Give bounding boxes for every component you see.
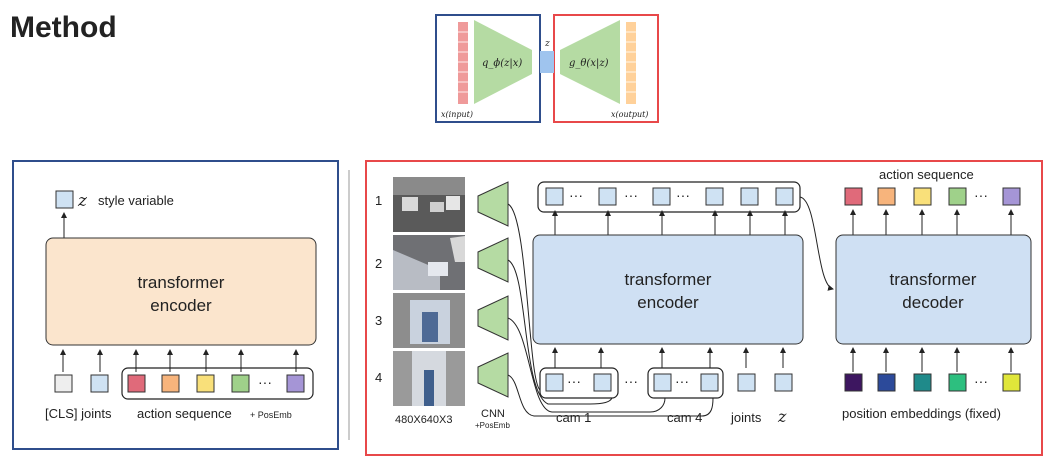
style-variable-label: style variable bbox=[98, 193, 174, 208]
output-token bbox=[705, 187, 724, 206]
pos-emb-dots: ··· bbox=[974, 373, 988, 389]
right-transformer-encoder bbox=[532, 234, 804, 345]
cls-token bbox=[54, 374, 73, 393]
position-embedding-token bbox=[913, 373, 932, 392]
cam4-token-group bbox=[647, 367, 724, 399]
cam1-token-group bbox=[539, 367, 619, 399]
left-encoder-line1: transformer bbox=[138, 273, 225, 292]
vae-latent-z bbox=[540, 51, 554, 73]
action-token bbox=[231, 374, 250, 393]
output-token bbox=[598, 187, 617, 206]
output-token bbox=[740, 187, 759, 206]
camera-image-1 bbox=[393, 177, 465, 232]
cam-number: 2 bbox=[375, 256, 382, 271]
right-action-sequence-label: action sequence bbox=[879, 167, 974, 182]
left-transformer-encoder bbox=[45, 237, 317, 346]
right-encoder-line2: encoder bbox=[637, 293, 699, 312]
cam4-dots: ··· bbox=[675, 373, 689, 389]
encoder-to-decoder-arrow bbox=[799, 196, 834, 291]
position-embedding-token bbox=[948, 373, 967, 392]
vae-encoder-trapezoid bbox=[474, 20, 532, 104]
z-token bbox=[774, 373, 793, 392]
right-action-dots: ··· bbox=[974, 187, 988, 203]
output-token bbox=[652, 187, 671, 206]
left-input-arrows bbox=[60, 349, 299, 372]
output-dots: ··· bbox=[624, 187, 638, 203]
decoder-output-arrows bbox=[850, 209, 1014, 235]
decoder-line2: decoder bbox=[902, 293, 964, 312]
cnn-block bbox=[477, 295, 509, 341]
cnn-block bbox=[477, 352, 509, 398]
cls-joints-label: [CLS] joints bbox=[45, 406, 112, 421]
right-transformer-decoder bbox=[835, 234, 1032, 345]
cnn-posemb-label: +PosEmb bbox=[475, 421, 510, 430]
cam-token bbox=[545, 373, 564, 392]
joints-token bbox=[90, 374, 109, 393]
cam-number: 4 bbox=[375, 370, 382, 385]
image-size-label: 480X640X3 bbox=[395, 414, 453, 426]
cam-token bbox=[653, 373, 672, 392]
between-cams-dots: ··· bbox=[624, 373, 638, 389]
cam1-dots: ··· bbox=[567, 373, 581, 389]
action-token bbox=[844, 187, 863, 206]
output-token bbox=[545, 187, 564, 206]
encoder-input-arrows bbox=[552, 347, 786, 368]
vae-decoder-trapezoid bbox=[560, 20, 620, 104]
vae-output-label: x(output) bbox=[611, 110, 648, 119]
cam-token bbox=[700, 373, 719, 392]
left-dots: ··· bbox=[258, 374, 272, 390]
action-token bbox=[948, 187, 967, 206]
action-token bbox=[127, 374, 146, 393]
output-token bbox=[775, 187, 794, 206]
encoder-output-arrows bbox=[552, 210, 788, 235]
page-title: Method bbox=[10, 11, 117, 44]
joints-label: joints bbox=[730, 410, 762, 425]
action-token bbox=[913, 187, 932, 206]
z-symbol: z bbox=[777, 407, 787, 426]
vae-decoder-label: g_θ(x|z) bbox=[569, 58, 609, 69]
action-sequence-group bbox=[121, 367, 314, 400]
cnn-label: CNN bbox=[481, 408, 505, 420]
joints-token bbox=[737, 373, 756, 392]
position-embedding-token bbox=[877, 373, 896, 392]
vae-input-vector bbox=[458, 22, 468, 104]
left-action-sequence-label: action sequence bbox=[137, 406, 232, 421]
position-embedding-token bbox=[844, 373, 863, 392]
right-panel-frame bbox=[365, 160, 1043, 456]
position-embedding-token bbox=[1002, 373, 1021, 392]
left-panel-frame bbox=[12, 160, 339, 450]
action-token bbox=[877, 187, 896, 206]
style-variable-token bbox=[55, 190, 74, 209]
decoder-input-arrows bbox=[850, 347, 1014, 372]
right-encoder-line1: transformer bbox=[625, 270, 712, 289]
left-encoder-line2: encoder bbox=[150, 296, 212, 315]
cnn-block bbox=[477, 181, 509, 227]
cnn-to-token-curves bbox=[507, 203, 714, 417]
cam-token bbox=[593, 373, 612, 392]
cam-number: 1 bbox=[375, 193, 382, 208]
left-posemb-label: + PosEmb bbox=[250, 410, 292, 420]
position-embeddings-label: position embeddings (fixed) bbox=[842, 406, 1001, 421]
camera-image-4 bbox=[393, 351, 465, 406]
action-token bbox=[286, 374, 305, 393]
output-dots: ··· bbox=[676, 187, 690, 203]
vae-input-label: x(input) bbox=[441, 110, 473, 119]
camera-image-3 bbox=[393, 293, 465, 348]
cam-number: 3 bbox=[375, 313, 382, 328]
vae-encoder-label: q_ϕ(z|x) bbox=[482, 58, 522, 69]
cam4-label: cam 4 bbox=[667, 410, 702, 425]
action-token bbox=[1002, 187, 1021, 206]
vae-diagram: q_ϕ(z|x) g_θ(x|z) z x(input) x(output) bbox=[435, 14, 659, 123]
action-token bbox=[196, 374, 215, 393]
cnn-block bbox=[477, 237, 509, 283]
output-dots: ··· bbox=[569, 187, 583, 203]
vae-z-label: z bbox=[544, 39, 550, 49]
vae-output-vector bbox=[626, 22, 636, 104]
camera-image-2 bbox=[393, 235, 465, 290]
style-variable-symbol: z bbox=[77, 191, 88, 211]
action-token bbox=[161, 374, 180, 393]
cam1-label: cam 1 bbox=[556, 410, 591, 425]
decoder-line1: transformer bbox=[890, 270, 977, 289]
